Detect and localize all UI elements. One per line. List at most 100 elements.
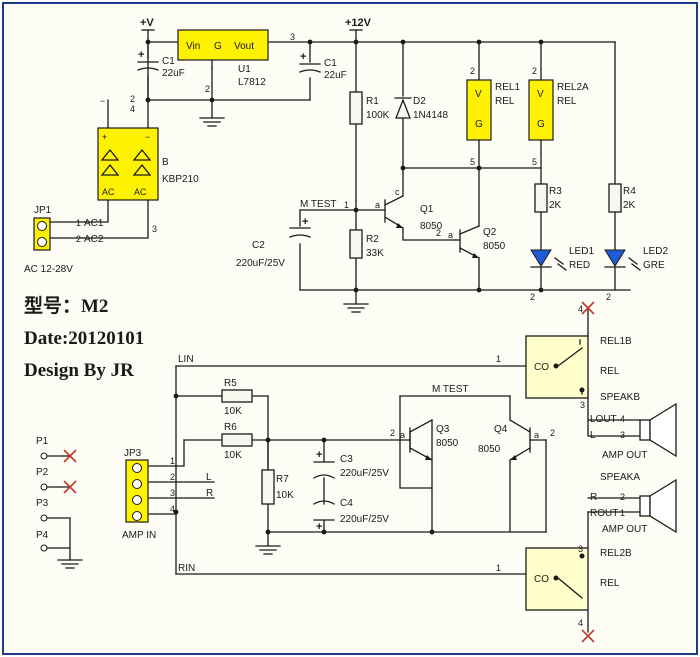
led-led2: LED2 GRE — [604, 246, 668, 271]
designer-label: Design By JR — [24, 360, 134, 381]
c1-right-ref: C1 — [324, 58, 337, 69]
pads-p1-p4: P1 P2 P3 P4 — [36, 436, 83, 569]
svg-text:33K: 33K — [366, 248, 384, 259]
svg-text:−: − — [100, 96, 105, 106]
svg-text:5: 5 — [470, 157, 475, 167]
c1-left-value: 22uF — [162, 68, 185, 79]
svg-text:10K: 10K — [276, 490, 294, 501]
svg-text:P2: P2 — [36, 467, 49, 478]
svg-text:R6: R6 — [224, 422, 237, 433]
amp-out-label-bottom: AMP OUT — [602, 524, 647, 535]
svg-text:C3: C3 — [340, 454, 353, 465]
svg-text:AC: AC — [102, 187, 115, 197]
svg-text:c: c — [395, 187, 400, 197]
svg-text:5: 5 — [532, 157, 537, 167]
svg-text:4: 4 — [170, 504, 175, 514]
transistor-q1: a c Q1 8050 — [375, 187, 443, 232]
speaker-icon — [639, 402, 677, 458]
svg-text:3: 3 — [620, 430, 625, 440]
capacitor-c4: + C4 220uF/25V — [313, 498, 389, 533]
m-test-label-bottom: M TEST — [432, 384, 468, 395]
svg-text:REL: REL — [600, 578, 620, 589]
svg-text:3: 3 — [152, 224, 157, 234]
svg-text:4: 4 — [130, 104, 135, 114]
lout-label: LOUT — [590, 414, 617, 425]
amp-in-label: AMP IN — [122, 530, 156, 541]
lin-label: LIN — [178, 354, 194, 365]
svg-text:REL: REL — [600, 366, 620, 377]
u1-value: L7812 — [238, 77, 266, 88]
svg-text:4: 4 — [620, 414, 625, 424]
svg-text:D2: D2 — [413, 96, 426, 107]
ac1-label: AC1 — [84, 218, 104, 229]
svg-text:a: a — [448, 230, 453, 240]
svg-text:R3: R3 — [549, 186, 562, 197]
svg-text:2: 2 — [620, 492, 625, 502]
svg-text:+: + — [138, 49, 144, 61]
transistor-q4: a 2 Q4 8050 — [478, 419, 555, 461]
svg-text:2K: 2K — [623, 200, 636, 211]
power-wires — [83, 29, 631, 305]
vplus-label: +V — [140, 17, 154, 29]
svg-text:2: 2 — [606, 292, 611, 302]
svg-text:G: G — [537, 119, 545, 130]
svg-text:REL1B: REL1B — [600, 336, 632, 347]
resistor-r7: R7 10K — [261, 469, 294, 505]
svg-text:2: 2 — [470, 66, 475, 76]
svg-text:3: 3 — [578, 544, 583, 554]
svg-text:10K: 10K — [224, 450, 242, 461]
diode-d2: D2 1N4148 — [394, 96, 448, 121]
speaka-label: SPEAKA — [600, 472, 640, 483]
svg-text:G: G — [214, 41, 222, 52]
svg-text:R1: R1 — [366, 96, 379, 107]
b-value: KBP210 — [162, 174, 199, 185]
svg-text:R5: R5 — [224, 378, 237, 389]
capacitor-c1-right: + C1 22uF — [299, 51, 347, 81]
svg-text:a: a — [534, 430, 539, 440]
svg-text:2: 2 — [436, 228, 441, 238]
svg-text:GRE: GRE — [643, 260, 665, 271]
capacitor-c2: + C2 220uF/25V — [236, 216, 311, 269]
svg-text:1: 1 — [170, 456, 175, 466]
svg-text:2: 2 — [550, 428, 555, 438]
resistor-r2: R2 33K — [349, 229, 384, 259]
svg-text:220uF/25V: 220uF/25V — [236, 258, 285, 269]
transistor-q2: a 2 Q2 8050 — [436, 225, 506, 259]
svg-text:8050: 8050 — [436, 438, 459, 449]
svg-text:1: 1 — [496, 563, 501, 573]
svg-text:4: 4 — [578, 618, 583, 628]
speaker-icon — [639, 478, 677, 534]
svg-text:REL2A: REL2A — [557, 82, 589, 93]
svg-text:+: + — [302, 216, 308, 228]
v12-label: +12V — [345, 17, 372, 29]
ground-symbol — [255, 545, 281, 555]
svg-text:8050: 8050 — [420, 221, 443, 232]
svg-text:+: + — [316, 449, 322, 461]
connector-jp1: JP1 1 AC1 2 AC2 AC 12-28V — [24, 205, 104, 275]
svg-text:+: + — [102, 132, 107, 142]
svg-text:100K: 100K — [366, 110, 390, 121]
rin-label: RIN — [178, 563, 195, 574]
svg-text:CO: CO — [534, 574, 549, 585]
svg-text:Q2: Q2 — [483, 227, 497, 238]
resistor-r3: R3 2K — [534, 183, 562, 213]
svg-text:P4: P4 — [36, 530, 49, 541]
svg-text:220uF/25V: 220uF/25V — [340, 468, 389, 479]
svg-text:LED1: LED1 — [569, 246, 594, 257]
resistor-r1: R1 100K — [349, 91, 390, 125]
transistor-q3: a 2 Q3 8050 — [390, 419, 459, 461]
svg-text:2: 2 — [170, 472, 175, 482]
svg-text:2: 2 — [390, 428, 395, 438]
capacitor-c1-left: + C1 22uF — [137, 49, 185, 79]
svg-text:4: 4 — [578, 304, 583, 314]
svg-text:2: 2 — [76, 234, 81, 244]
svg-text:1: 1 — [76, 218, 81, 228]
connector-jp3: JP3 1 2 3 4 L R AMP IN — [122, 448, 213, 541]
m-test-label-top: M TEST — [300, 199, 336, 210]
svg-text:V: V — [537, 89, 544, 100]
svg-text:REL: REL — [557, 96, 577, 107]
svg-text:REL1: REL1 — [495, 82, 520, 93]
svg-text:Q4: Q4 — [494, 424, 508, 435]
svg-text:C4: C4 — [340, 498, 353, 509]
